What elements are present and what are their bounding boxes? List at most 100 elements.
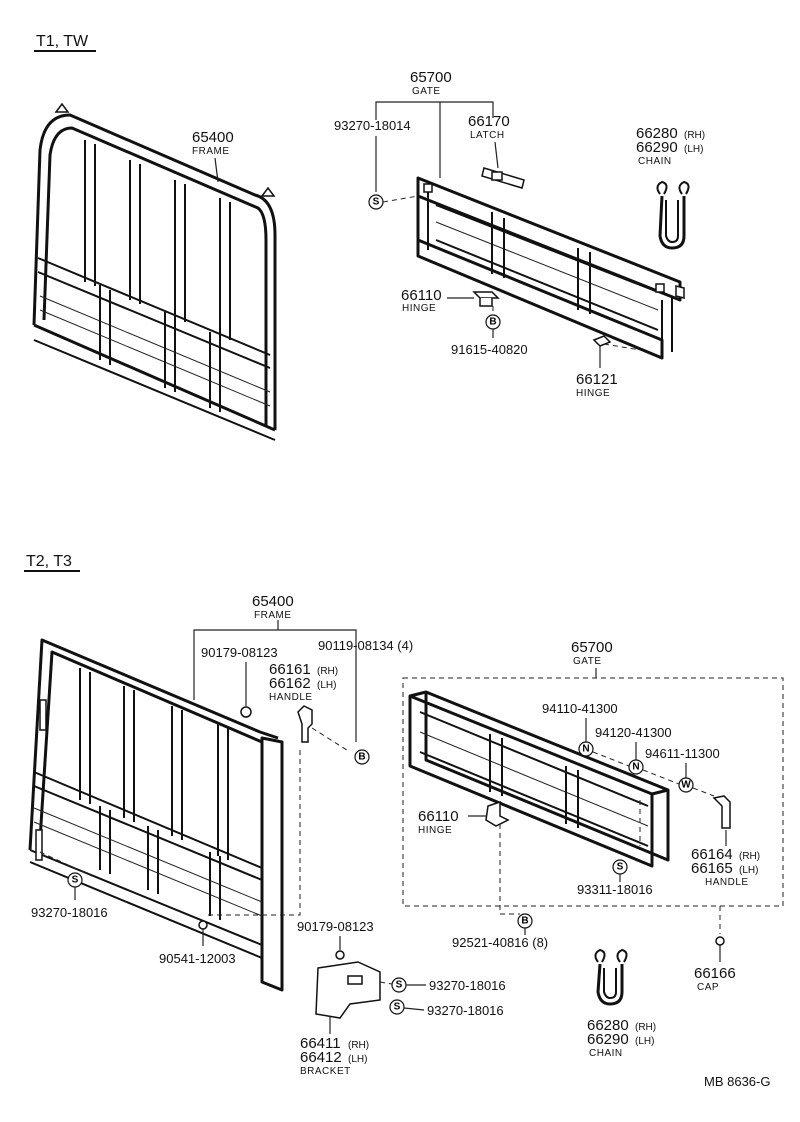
chain-lh-suffix: (LH)	[635, 1036, 654, 1047]
hinge1-caption: HINGE	[402, 303, 436, 314]
hinge1-part-number: 66110	[401, 287, 442, 304]
hinge-part	[485, 800, 510, 827]
frame-drawing	[28, 638, 284, 992]
frame-leader	[214, 157, 219, 183]
badge-b-gate: B	[517, 913, 533, 929]
badge-n2-letter: N	[632, 762, 639, 773]
badge-s-bracket1: S	[391, 977, 407, 993]
gate-handle-lh-number: 66165	[691, 860, 733, 877]
section-t2t3: T2, T3 65400 FRAME	[24, 553, 784, 1077]
latch-part-number: 66170	[468, 113, 510, 130]
gate-caption: GATE	[573, 656, 601, 667]
gate-handle-rh-suffix: (RH)	[739, 851, 760, 862]
chain-lh-number: 66290	[587, 1031, 629, 1048]
bracket-lh-number: 66412	[300, 1049, 342, 1066]
bracket-bolt1-dashed	[379, 981, 393, 985]
gate-handle-rh-number: 66164	[691, 846, 733, 863]
badge-s-bracket2: S	[389, 999, 405, 1015]
handle-lh-suffix: (LH)	[317, 680, 336, 691]
hinge1-part	[472, 291, 500, 299]
bolt-frame-dashed-leader	[39, 851, 93, 877]
handle-dashed-leader	[311, 727, 351, 753]
chain-caption: CHAIN	[638, 156, 672, 167]
badge-s-letter: S	[373, 197, 380, 208]
hinge2-part-number: 66121	[576, 371, 618, 388]
bracket-bolt2-part-number: 93270-18016	[427, 1003, 504, 1018]
badge-s-gate-letter: S	[617, 862, 624, 873]
section-t1tw: T1, TW	[32, 33, 705, 441]
latch-caption: LATCH	[470, 130, 505, 141]
badge-b-letter: B	[489, 317, 496, 328]
bracket-caption: BRACKET	[300, 1066, 351, 1077]
badge-s: S	[368, 194, 384, 210]
handle-caption: HANDLE	[269, 692, 313, 703]
badge-w: W	[678, 777, 694, 793]
gate-drawing	[408, 690, 670, 868]
handle-rh-suffix: (RH)	[317, 666, 338, 677]
frame-part-number: 65400	[252, 593, 294, 610]
badge-s-bracket2-letter: S	[394, 1002, 401, 1013]
hinge1-part-base	[479, 298, 493, 307]
chain-rh-suffix: (RH)	[684, 130, 705, 141]
chain-drawing	[594, 948, 628, 1006]
section-title: T2, T3	[26, 553, 72, 570]
frame-bracket-leader	[193, 629, 357, 742]
gate-part-number: 65700	[571, 639, 613, 656]
nut-a-part	[240, 706, 252, 718]
chain-rh-number: 66280	[636, 125, 678, 142]
cap-caption: CAP	[697, 982, 719, 993]
bracket-rh-suffix: (RH)	[348, 1040, 369, 1051]
badge-s-bracket1-letter: S	[396, 980, 403, 991]
frame-part-number: 65400	[192, 129, 234, 146]
handle-rh-number: 66161	[269, 661, 311, 678]
chain-rh-number: 66280	[587, 1017, 629, 1034]
chain-caption: CHAIN	[589, 1048, 623, 1059]
frame-caption: FRAME	[254, 610, 292, 621]
gate-screw-dashed-leader	[499, 824, 520, 915]
pin-part	[198, 920, 208, 930]
badge-s-gate: S	[612, 859, 628, 875]
frame-caption: FRAME	[192, 146, 230, 157]
bracket-slot	[347, 975, 363, 985]
badge-b-frame: B	[354, 749, 370, 765]
gate-caption: GATE	[412, 86, 440, 97]
badge-b: B	[485, 314, 501, 330]
badge-s-frame-letter: S	[72, 875, 79, 886]
gate-bolt-part-number: 93311-18016	[577, 882, 653, 897]
gate-handle-part	[712, 795, 731, 829]
washer-part-number: 94611-11300	[645, 746, 720, 761]
badge-n1-letter: N	[582, 744, 589, 755]
handle-part	[297, 705, 313, 743]
cap-part-number: 66166	[694, 965, 736, 982]
chain-drawing	[656, 180, 690, 250]
bolt-dashed-leader	[382, 195, 419, 203]
latch-leader	[494, 141, 499, 169]
badge-b-gate-letter: B	[521, 916, 528, 927]
hinge-part-number: 66110	[418, 808, 459, 825]
frame-drawing	[32, 102, 277, 441]
bolt-a-part-number: 90119-08134 (4)	[318, 638, 413, 653]
pin-part-number: 90541-12003	[159, 951, 236, 966]
gate-bracket-leader	[375, 101, 494, 120]
badge-s-frame: S	[67, 872, 83, 888]
gate-dashed-box	[402, 677, 784, 907]
gate-handle-lh-suffix: (LH)	[739, 865, 758, 876]
nut-n1-part-number: 94110-41300	[542, 701, 618, 716]
nut-b-part-number: 90179-08123	[297, 919, 374, 934]
hinge2-caption: HINGE	[576, 388, 610, 399]
bracket-lh-suffix: (LH)	[348, 1054, 367, 1065]
cap-part	[715, 936, 725, 946]
hinge-caption: HINGE	[418, 825, 452, 836]
section-title: T1, TW	[36, 33, 89, 50]
bolt-frame-part-number: 93270-18016	[31, 905, 108, 920]
hinge2-dashed-leader	[603, 343, 641, 351]
screw-part-number: 91615-40820	[451, 342, 528, 357]
gate-drawing	[416, 176, 685, 360]
nut-b-dashed-leader	[205, 750, 301, 916]
bracket-bolt2-leader	[403, 1007, 425, 1011]
gate-screw-part-number: 92521-40816 (8)	[452, 935, 548, 950]
nut-a-part-number: 90179-08123	[201, 645, 278, 660]
latch-part	[481, 167, 525, 189]
latch-knob	[491, 171, 503, 181]
